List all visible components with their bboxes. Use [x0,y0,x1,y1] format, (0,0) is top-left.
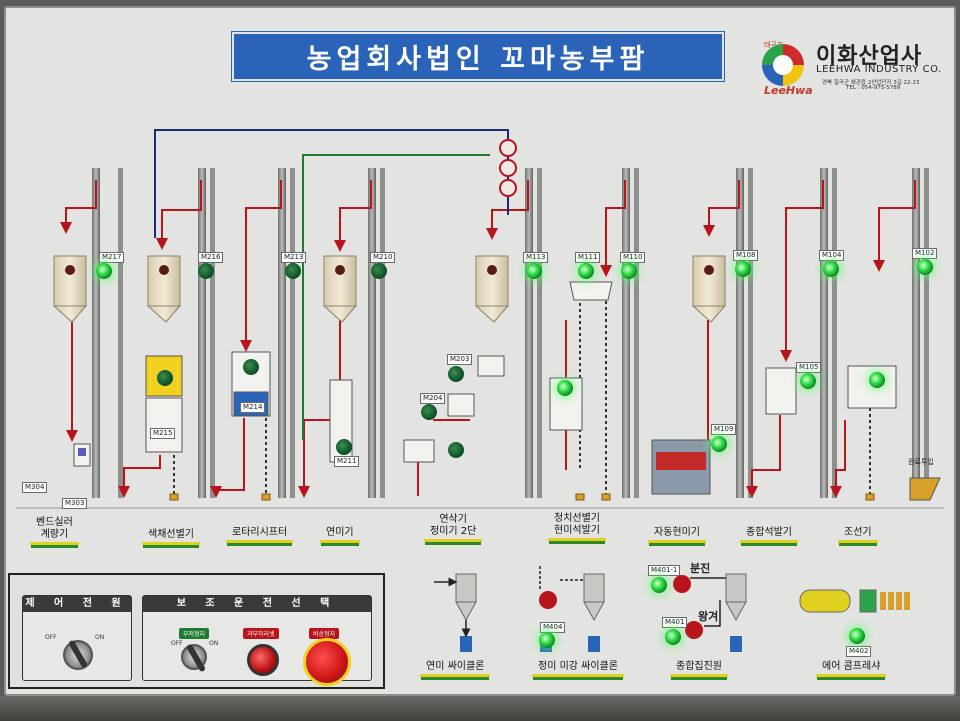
emergency-stop-badge: 비상정지 [309,628,340,639]
aux-off-label: OFF [171,640,183,647]
motor-tag: M102 [912,248,938,259]
motor-tag: M113 [523,252,549,263]
control-power-group: 제 어 전 원 OFF ON [22,595,132,681]
motor-tag: M104 [819,250,845,261]
motor-tag: M105 [796,362,822,373]
bucket-elevators [92,168,929,498]
aux-selector-switch[interactable] [181,644,207,670]
mixed-label: 분진 [690,562,711,575]
machine-label-sorter: 청치선별기 현미석발기 [548,513,606,541]
divert-valves [499,139,517,197]
lamp-m210 [371,263,387,279]
motor-tag: M204 [420,393,446,404]
logo-brand: LeeHwa [764,84,813,97]
lamp-m103 [869,372,885,388]
chaff-label: 왕겨 [698,610,719,623]
lamp-m215 [157,370,173,386]
lamp-m105 [800,373,816,389]
lamp-m216 [198,263,214,279]
collection-bins [169,493,875,501]
lamp-m204b [448,442,464,458]
machine-label-stone-remover: 종합석발기 [740,526,798,543]
company-name-ko: 이화산업사 [816,44,923,69]
aux-operation-title: 보 조 운 전 선 택 [143,596,371,612]
motor-tag: M108 [733,250,759,261]
control-power-title: 제 어 전 원 [23,596,131,612]
lamp-m401 [665,629,681,645]
lamp-m404 [539,632,555,648]
taegeuk-emblem-icon [762,44,804,86]
storage-tanks [52,255,727,323]
machine-label-bend-sealer: 벤드실러 계량기 [30,517,79,545]
lamp-m204 [421,404,437,420]
lamp-m203 [448,366,464,382]
company-logo: 태극표 LeeHwa 이화산업사 LEEHWA INDUSTRY CO. 경북 … [760,38,950,98]
feed-lines-red [60,180,916,498]
machine-label-huller: 연삭기 정미기 2단 [424,514,483,542]
partial-stop-badge: 부저정지 [179,628,210,639]
lamp-m402 [849,628,865,644]
lamp-m104 [823,261,839,277]
motor-tag: M211 [334,456,360,467]
power-selector-switch[interactable] [63,640,93,670]
motor-tag: M401-1 [648,565,681,576]
hopper-mark: 원료투입 [908,458,934,466]
power-on-label: ON [95,634,105,641]
page-title: 농업회사법인 꼬마농부팜 [234,34,722,79]
motor-tag: M402 [846,646,872,657]
machine-label-auto-huller: 자동현미기 [648,526,706,543]
motor-tag: M216 [198,252,224,263]
aux-operation-group: 보 조 운 전 선 택 부저정지 과부하리셋 비상정지 OFF ON [142,595,372,686]
motor-tag: M111 [575,252,601,263]
motor-tag: M217 [99,252,125,263]
lamp-m109 [711,436,727,452]
lamp-m213 [285,263,301,279]
machine-label-color-sorter: 색채선별기 [142,528,200,545]
aux-label-bran-cyclone: 정미 미강 싸이클론 [532,660,624,677]
motor-tag: M110 [620,252,646,263]
lamp-m211 [336,439,352,455]
company-address: 경북 칠곡군 왜관읍 2산업단지 3길 22-23 [822,80,920,86]
lamp-m214 [243,359,259,375]
power-off-label: OFF [45,634,57,641]
aux-label-dust-collector: 종합집진원 [670,660,728,677]
lamp-m113 [526,263,542,279]
lamp-m110 [621,263,637,279]
motor-tag: M214 [240,402,266,413]
lamp-m112 [557,380,573,396]
machine-label-pre-cleaner: 조선기 [838,526,878,543]
motor-tag: M304 [22,482,48,493]
company-phone: TEL : 054-975-5789 [846,85,901,91]
lamp-m401-1 [651,577,667,593]
panel-frame [0,696,960,721]
aux-label-polish-cyclone: 연미 싸이클론 [420,660,491,677]
motor-tag: M109 [711,424,737,435]
motor-tag: M404 [540,622,566,633]
aux-on-label: ON [209,640,219,647]
overload-reset-button[interactable] [247,644,279,676]
aux-label-air-compressor: 에어 콤프레샤 [816,660,887,677]
motor-tag: M213 [281,252,307,263]
motor-tag: M401 [662,617,688,628]
motor-tag: M210 [370,252,396,263]
lamp-m111 [578,263,594,279]
overload-reset-badge: 과부하리셋 [243,628,279,639]
emergency-stop-button[interactable] [303,638,351,686]
machine-label-rotary-sifter: 로타리시프터 [226,526,294,543]
lamp-m108 [735,261,751,277]
motor-tag: M203 [447,354,473,365]
lamp-m217 [96,263,112,279]
motor-tag: M303 [62,498,88,509]
motor-tag: M215 [150,428,176,439]
company-name-en: LEEHWA INDUSTRY CO. [816,64,942,75]
control-section: 제 어 전 원 OFF ON 보 조 운 전 선 택 부저정지 과부하리셋 비상… [8,573,385,689]
machine-label-polisher: 연미기 [320,526,360,543]
lamp-m102 [917,259,933,275]
